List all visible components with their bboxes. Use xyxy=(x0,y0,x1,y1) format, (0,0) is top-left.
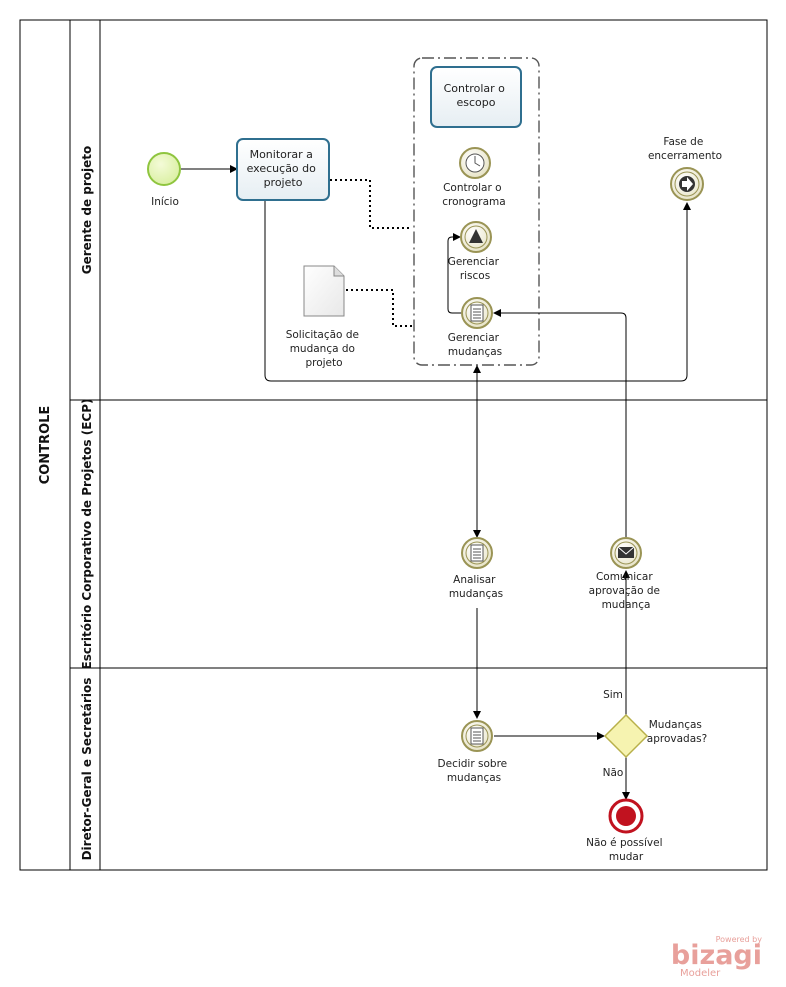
documento-label-1: Solicitação de xyxy=(286,329,359,341)
assoc-doc-group xyxy=(346,289,412,327)
event-controlar-cronograma[interactable] xyxy=(459,147,491,179)
event-nao-possivel-mudar[interactable] xyxy=(608,798,644,834)
cronograma-label-2: cronograma xyxy=(442,196,505,208)
document-lines-icon xyxy=(470,727,484,745)
decidir-label-2: mudanças xyxy=(447,772,501,784)
svg-text:Comunicar aprovação de: Comunicar aprovação de mudança xyxy=(589,571,664,611)
documento-label-3: projeto xyxy=(305,357,342,369)
document-lines-icon xyxy=(470,544,484,562)
mudancas-label-2: mudanças xyxy=(448,346,502,358)
cronograma-label-1: Controlar o xyxy=(443,182,501,194)
task-monitorar-label-2: execução do xyxy=(247,162,317,175)
brand-powered: Powered by xyxy=(716,935,763,944)
flow-label-nao: Não xyxy=(603,767,624,779)
task-escopo-label-2: escopo xyxy=(457,96,496,109)
svg-text:Gerenciar riscos: Gerenciar riscos xyxy=(448,256,503,282)
analisar-label-2: mudanças xyxy=(449,588,503,600)
gateway-label-2: aprovadas? xyxy=(647,733,707,745)
task-monitorar[interactable]: Monitorar a execução do projeto xyxy=(236,138,330,201)
comunicar-label-1: Comunicar xyxy=(596,571,653,583)
lane-label-gerente: Gerente de projeto xyxy=(80,146,94,275)
event-gerenciar-riscos[interactable] xyxy=(460,221,492,253)
pool: CONTROLE xyxy=(19,19,768,871)
svg-text:Solicitação de mudança do: Solicitação de mudança do projeto xyxy=(286,329,363,369)
start-label: Início xyxy=(151,196,179,208)
document-lines-icon xyxy=(470,304,484,322)
warning-triangle-icon xyxy=(469,229,483,243)
svg-text:Gerenciar mudanças: Gerenciar mudanças xyxy=(448,332,503,358)
encerramento-label-2: encerramento xyxy=(648,150,722,162)
svg-text:Decidir sobre mudanças: Decidir sobre mudanças xyxy=(438,758,511,784)
brand-product: Modeler xyxy=(680,968,721,979)
document-artifact[interactable] xyxy=(303,265,345,317)
decidir-label-1: Decidir sobre xyxy=(438,758,508,770)
analisar-label-1: Analisar xyxy=(453,574,496,586)
event-analisar-mudancas[interactable] xyxy=(461,537,493,569)
gateway-mudancas-aprovadas[interactable] xyxy=(603,713,649,759)
flow-monitor-to-end xyxy=(264,201,691,382)
svg-text:Controlar o cronograma: Controlar o cronograma xyxy=(442,182,505,208)
lane-label-ecp: Escritório Corporativo de Projetos (ECP) xyxy=(80,398,94,669)
lane-label-diretor: Diretor-Geral e Secretários xyxy=(80,678,94,861)
comunicar-label-3: mudança xyxy=(602,599,651,611)
flow-communicate-to-changes xyxy=(493,309,627,537)
erro-label-1: Não é possível xyxy=(586,837,662,849)
event-comunicar-aprovacao[interactable] xyxy=(610,537,642,569)
documento-label-2: mudança do xyxy=(290,343,355,355)
flow-label-sim: Sim xyxy=(603,689,623,701)
task-monitorar-label-3: projeto xyxy=(264,176,303,189)
bizagi-logo: Powered by bizagi Modeler xyxy=(671,935,762,979)
svg-text:Controlar o escopo: Controlar o escopo xyxy=(444,82,509,109)
encerramento-label-1: Fase de xyxy=(663,136,703,148)
brand-name: bizagi xyxy=(671,940,762,971)
svg-text:Mudanças aprovadas?: Mudanças aprovadas? xyxy=(647,719,707,745)
event-fase-encerramento[interactable] xyxy=(670,167,704,201)
svg-text:Monitorar a execução do: Monitorar a execução do projeto xyxy=(247,148,320,189)
start-event[interactable] xyxy=(147,152,181,186)
assoc-monitor-group xyxy=(330,179,412,229)
sequence-flows xyxy=(181,165,691,800)
riscos-label-2: riscos xyxy=(460,270,490,282)
svg-text:Não é possível mudar: Não é possível mudar xyxy=(586,837,666,863)
erro-label-2: mudar xyxy=(609,851,644,863)
riscos-label-1: Gerenciar xyxy=(448,256,500,268)
task-controlar-escopo[interactable]: Controlar o escopo xyxy=(430,66,522,128)
comunicar-label-2: aprovação de xyxy=(589,585,660,597)
mudancas-label-1: Gerenciar xyxy=(448,332,500,344)
envelope-icon xyxy=(617,546,635,558)
task-escopo-label-1: Controlar o xyxy=(444,82,506,95)
svg-text:Fase de encerramento: Fase de encerramento xyxy=(648,136,722,162)
event-decidir-mudancas[interactable] xyxy=(461,720,493,752)
flow-changes-risks xyxy=(447,233,462,314)
pool-label: CONTROLE xyxy=(38,406,53,485)
gateway-label-1: Mudanças xyxy=(649,719,702,731)
task-monitorar-label-1: Monitorar a xyxy=(250,148,313,161)
svg-text:Analisar mudanças: Analisar mudanças xyxy=(449,574,503,600)
event-gerenciar-mudancas[interactable] xyxy=(461,297,493,329)
associations xyxy=(330,179,412,327)
